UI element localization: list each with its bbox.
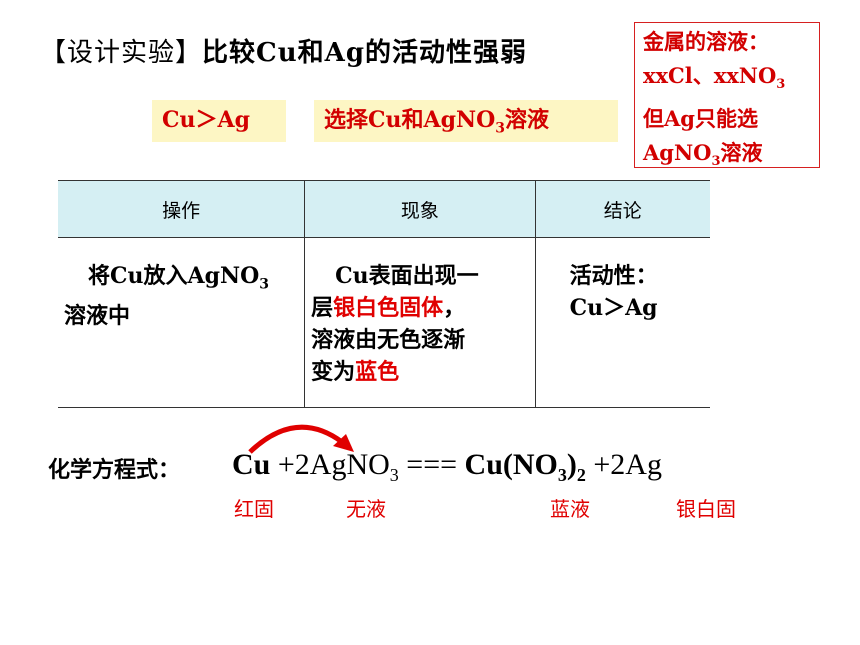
eq-agno3-text: +2AgNO — [277, 448, 390, 481]
note-line-4-sub: 3 — [711, 154, 721, 170]
phenomenon-line-2: 层银白色固体， — [311, 292, 528, 324]
eq-cuno3-sub1: 3 — [557, 465, 567, 485]
title-main: 比较Cu和Ag的活动性强弱 — [202, 38, 527, 68]
phenomenon-blue: 蓝色 — [355, 359, 400, 385]
header-phenomenon: 现象 — [304, 180, 536, 238]
note-line-2-sub: 3 — [776, 77, 786, 93]
note-line-4: AgNO3溶液 — [643, 136, 819, 179]
choice-tail: 溶液 — [504, 107, 549, 133]
title-bracket-open: 【 — [40, 38, 68, 68]
note-line-2: xxCl、xxNO3 — [643, 59, 819, 102]
eq-agno3-sub: 3 — [389, 465, 399, 485]
label-silver-white-solid: 银白固 — [676, 497, 736, 521]
table-header-row: 操作 现象 结论 — [58, 180, 710, 238]
phenomenon-line-3: 溶液由无色逐渐 — [311, 327, 466, 353]
table-row: 将Cu放入AgNO3 溶液中 Cu表面出现一 层银白色固体， 溶液由无色逐渐 变… — [58, 237, 710, 408]
note-line-1: 金属的溶液： — [643, 29, 769, 54]
chemical-equation: Cu +2AgNO3 === Cu(NO3)2 +2Ag — [232, 448, 662, 486]
operation-line-1: 将Cu放入AgNO3 — [64, 260, 298, 300]
electron-transfer-arrow-icon — [248, 424, 354, 454]
phenomenon-silver-solid: 银白色固体 — [333, 295, 444, 321]
note-line-3: 但Ag只能选 — [643, 106, 758, 132]
phenomenon-line-4: 变为蓝色 — [311, 356, 528, 388]
header-operation: 操作 — [58, 180, 305, 238]
label-red-solid: 红固 — [234, 497, 274, 521]
equation-label: 化学方程式： — [48, 457, 181, 483]
activity-order-highlight: Cu＞Ag — [152, 100, 286, 142]
note-line-2-text: xxCl、xxNO — [643, 63, 777, 88]
conclusion-line-2: Cu＞Ag — [569, 295, 658, 321]
eq-product-ag: +2Ag — [593, 448, 662, 481]
solution-choice-highlight: 选择Cu和AgNO3溶液 — [314, 100, 618, 142]
eq-reactant-cu: Cu — [232, 448, 271, 481]
conclusion-line-1: 活动性： — [569, 263, 658, 289]
page-title: 【设计实验】比较Cu和Ag的活动性强弱 — [40, 32, 527, 69]
label-blue-liquid: 蓝液 — [550, 497, 590, 521]
phenomenon-line-4-pre: 变为 — [311, 359, 356, 385]
cell-conclusion: 活动性： Cu＞Ag — [534, 237, 710, 408]
cell-operation: 将Cu放入AgNO3 溶液中 — [58, 237, 305, 408]
header-conclusion: 结论 — [534, 180, 710, 238]
phenomenon-line-1: Cu表面出现一 — [335, 263, 479, 289]
operation-line-2: 溶液中 — [64, 303, 131, 330]
eq-reactant-agno3: +2AgNO3 — [277, 448, 399, 485]
eq-cuno3-paren: ) — [566, 448, 577, 481]
title-bracket-text: 设计实验 — [67, 38, 176, 68]
cell-phenomenon: Cu表面出现一 层银白色固体， 溶液由无色逐渐 变为蓝色 — [304, 237, 536, 408]
experiment-table: 操作 现象 结论 将Cu放入AgNO3 溶液中 Cu表面出现一 层银白色固体， … — [58, 180, 710, 408]
eq-equals: === — [398, 448, 465, 481]
metal-solution-note: 金属的溶液： xxCl、xxNO3 但Ag只能选 AgNO3溶液 — [634, 22, 820, 169]
choice-sub: 3 — [495, 120, 505, 137]
operation-text: 将Cu放入AgNO — [88, 263, 260, 289]
eq-cuno3-sub2: 2 — [576, 465, 586, 485]
eq-cuno3-text: Cu(NO — [464, 448, 558, 481]
phenomenon-line-2-pre: 层 — [311, 295, 334, 321]
note-line-4-tail: 溶液 — [720, 140, 763, 166]
label-colorless-liquid: 无液 — [346, 497, 386, 521]
operation-sub: 3 — [259, 276, 269, 293]
title-bracket-close: 】 — [175, 38, 203, 68]
note-line-4-text: AgNO — [643, 140, 712, 166]
eq-product-cuno3: Cu(NO3)2 — [464, 448, 586, 485]
phenomenon-line-2-post: ， — [443, 295, 466, 321]
choice-text: 选择Cu和AgNO — [324, 107, 496, 133]
